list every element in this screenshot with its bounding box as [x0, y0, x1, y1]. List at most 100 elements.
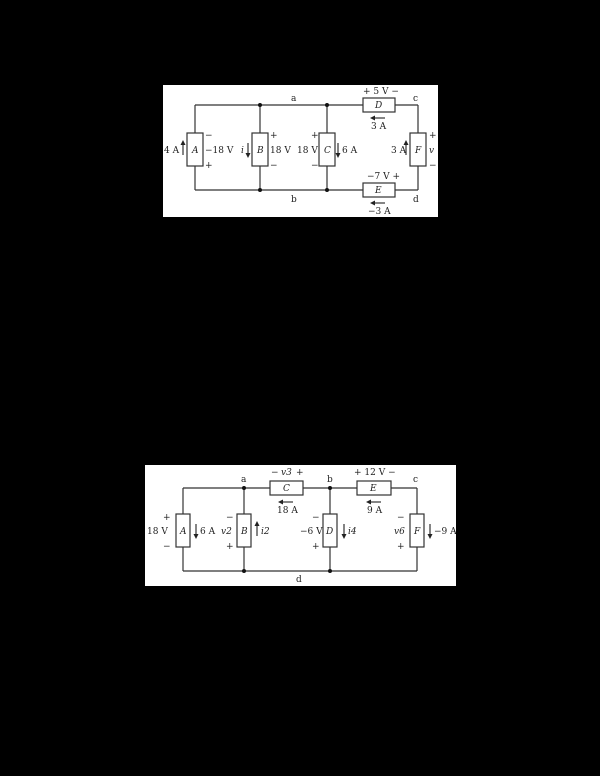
- node-label-d: d: [413, 195, 419, 205]
- node-label-c: c: [413, 94, 418, 104]
- svg-text:B: B: [256, 146, 264, 156]
- node-dot: [328, 486, 332, 490]
- arrow-up-icon: [180, 140, 186, 145]
- svg-text:+: +: [397, 542, 405, 552]
- svg-text:+: +: [312, 542, 320, 552]
- circuit-2-svg: a b c d A + 18 V − 6 A B − v2 + i2 C −: [147, 468, 456, 585]
- node-label-c: c: [413, 475, 418, 485]
- node-dot: [258, 103, 262, 107]
- node-dot: [328, 569, 332, 573]
- arrow-down-icon: [245, 153, 251, 158]
- current-label: 18 A: [277, 506, 298, 516]
- svg-text:+: +: [311, 131, 319, 141]
- voltage-label: 18 V: [270, 146, 291, 156]
- svg-text:D: D: [325, 527, 333, 537]
- svg-text:−: −: [312, 513, 320, 523]
- svg-text:A: A: [179, 527, 187, 537]
- node-label-d: d: [296, 575, 302, 585]
- component-D: D − −6 V + i4: [300, 513, 357, 552]
- node-dot: [242, 569, 246, 573]
- svg-text:B: B: [240, 527, 248, 537]
- current-label: i4: [348, 527, 357, 537]
- svg-text:−: −: [226, 513, 234, 523]
- svg-text:C: C: [283, 484, 290, 494]
- component-B: B i + 18 V −: [241, 131, 291, 171]
- svg-text:F: F: [414, 146, 422, 156]
- svg-text:F: F: [413, 527, 421, 537]
- wires: [182, 487, 418, 572]
- node-dot: [325, 188, 329, 192]
- arrow-left-icon: [366, 499, 371, 505]
- voltage-label: + 5 V −: [363, 87, 399, 97]
- component-D: D + 5 V − 3 A: [362, 87, 399, 132]
- component-F: F 3 A + v −: [391, 131, 437, 171]
- node-dot: [325, 103, 329, 107]
- svg-text:−: −: [271, 468, 279, 478]
- voltage-label: v2: [221, 527, 232, 537]
- node-dot: [258, 188, 262, 192]
- svg-text:C: C: [324, 146, 331, 156]
- current-label: −3 A: [368, 207, 391, 217]
- arrow-left-icon: [370, 115, 375, 121]
- current-label: 6 A: [200, 527, 216, 537]
- circuit-diagram-1: a b c d A 4 A − −18 V + B i + 18 V − C: [163, 85, 438, 217]
- svg-text:−: −: [429, 161, 437, 171]
- current-label: i: [241, 146, 244, 156]
- component-C: C − v3 + 18 A: [269, 468, 304, 516]
- arrow-up-icon: [403, 140, 409, 145]
- arrow-down-icon: [335, 153, 341, 158]
- node-dot: [242, 486, 246, 490]
- svg-text:A: A: [191, 146, 199, 156]
- svg-text:−: −: [397, 513, 405, 523]
- voltage-label: 18 V: [297, 146, 318, 156]
- arrow-down-icon: [193, 534, 199, 539]
- component-C: C + 18 V − 6 A: [297, 131, 358, 171]
- voltage-label: + 12 V −: [354, 468, 396, 478]
- svg-text:−: −: [270, 161, 278, 171]
- arrow-up-icon: [254, 521, 260, 526]
- current-label: 3 A: [391, 146, 407, 156]
- voltage-label: −18 V: [205, 146, 234, 156]
- component-A: A + 18 V − 6 A: [147, 513, 216, 552]
- node-label-a: a: [241, 475, 247, 485]
- current-label: 3 A: [371, 122, 387, 132]
- current-label: 9 A: [367, 506, 383, 516]
- svg-text:+: +: [163, 513, 171, 523]
- arrow-left-icon: [370, 200, 375, 206]
- component-E: E + 12 V − 9 A: [354, 468, 396, 516]
- svg-text:+: +: [429, 131, 437, 141]
- current-label: 6 A: [342, 146, 358, 156]
- node-label-a: a: [291, 94, 297, 104]
- circuit-diagram-2: a b c d A + 18 V − 6 A B − v2 + i2 C −: [145, 465, 456, 586]
- voltage-label: v3: [281, 468, 292, 478]
- svg-text:−: −: [163, 542, 171, 552]
- voltage-label: v: [429, 146, 434, 156]
- voltage-label: 18 V: [147, 527, 168, 537]
- svg-text:+: +: [226, 542, 234, 552]
- node-label-b: b: [327, 475, 333, 485]
- wires: [194, 104, 419, 191]
- voltage-label: v6: [394, 527, 405, 537]
- arrow-down-icon: [427, 534, 433, 539]
- arrow-down-icon: [341, 534, 347, 539]
- component-B: B − v2 + i2: [221, 513, 270, 552]
- circuit-1-svg: a b c d A 4 A − −18 V + B i + 18 V − C: [164, 87, 437, 217]
- voltage-label: −7 V +: [367, 172, 400, 182]
- voltage-label: −6 V: [300, 527, 323, 537]
- svg-text:E: E: [369, 484, 377, 494]
- arrow-left-icon: [278, 499, 283, 505]
- node-label-b: b: [291, 195, 297, 205]
- svg-text:+: +: [296, 468, 304, 478]
- current-label: i2: [261, 527, 270, 537]
- component-E: E −7 V + −3 A: [362, 172, 400, 217]
- svg-text:+: +: [270, 131, 278, 141]
- svg-text:−: −: [311, 161, 319, 171]
- svg-text:−: −: [205, 131, 213, 141]
- svg-text:E: E: [374, 186, 382, 196]
- current-label: 4 A: [164, 146, 180, 156]
- svg-text:+: +: [205, 161, 213, 171]
- component-F: F − v6 + −9 A: [394, 513, 456, 552]
- component-A: A 4 A − −18 V +: [164, 131, 234, 171]
- svg-text:D: D: [374, 101, 382, 111]
- current-label: −9 A: [434, 527, 456, 537]
